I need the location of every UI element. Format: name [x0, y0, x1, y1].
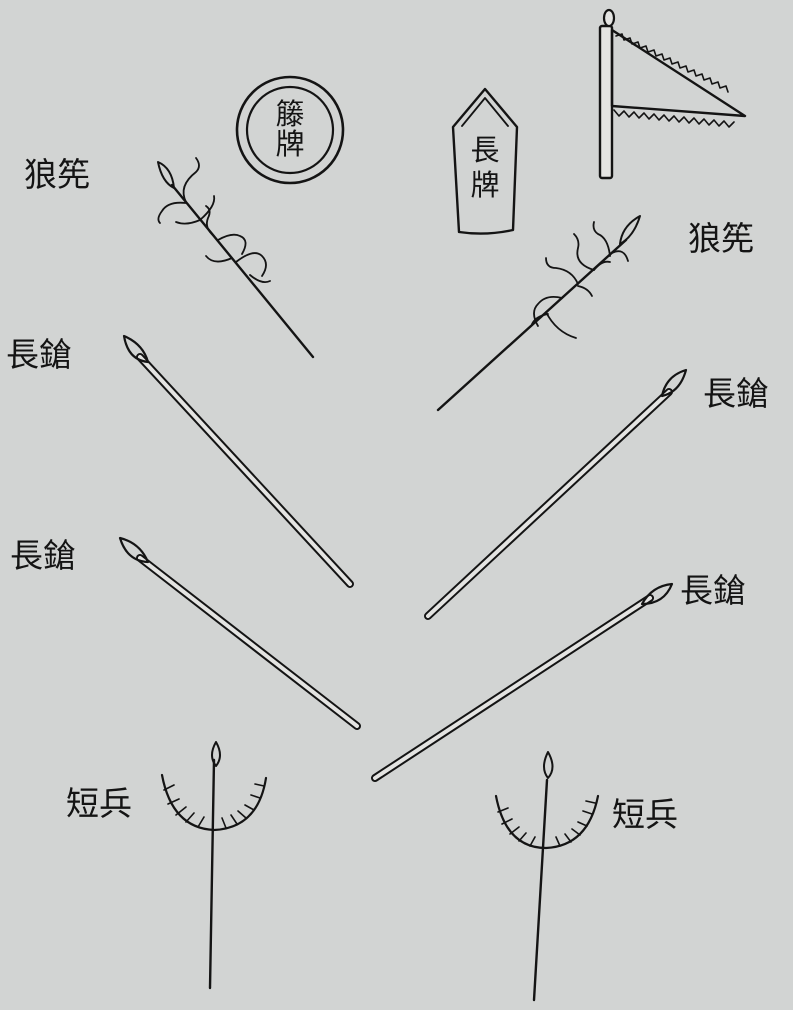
label-langxian-left: 狼筅 — [24, 155, 90, 194]
trident-icon-left — [160, 741, 268, 990]
label-duanbing-left: 短兵 — [66, 784, 132, 823]
wolf-brush-icon-right — [436, 215, 641, 412]
round-shield-char-2: 牌 — [275, 127, 304, 161]
label-changqiang-left-1: 長鎗 — [6, 335, 72, 374]
spear-icon-right-upper — [424, 368, 688, 620]
label-changqiang-left-2: 長鎗 — [10, 536, 76, 575]
label-changqiang-right-2: 長鎗 — [680, 571, 746, 610]
long-shield-char-2: 牌 — [470, 168, 499, 202]
wolf-brush-icon-left — [157, 157, 315, 359]
label-changqiang-right-1: 長鎗 — [703, 374, 769, 413]
spear-icon-left-upper — [122, 334, 354, 588]
trident-icon-right — [494, 751, 600, 1002]
triangular-banner-icon — [598, 8, 747, 180]
spear-icon-left-lower — [118, 536, 361, 730]
label-duanbing-right: 短兵 — [612, 795, 678, 834]
spear-icon-right-lower — [371, 582, 674, 782]
label-langxian-right: 狼筅 — [688, 219, 754, 258]
round-shield-char-1: 籐 — [275, 97, 304, 131]
round-rattan-shield-icon: 籐 牌 — [235, 75, 345, 185]
long-shield-icon: 長 牌 — [451, 87, 519, 235]
long-shield-char-1: 長 — [470, 133, 499, 167]
